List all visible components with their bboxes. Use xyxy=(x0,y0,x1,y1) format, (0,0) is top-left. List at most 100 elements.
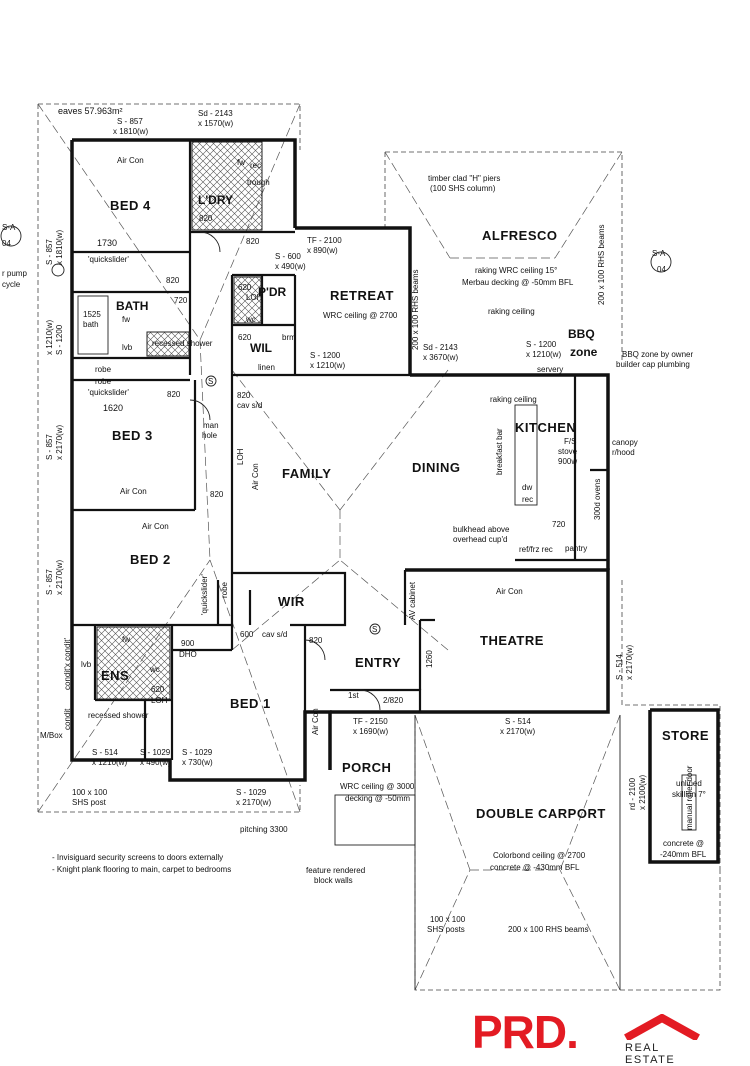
note: cav s/d xyxy=(262,630,287,639)
bathtub xyxy=(77,295,109,355)
note: (100 SHS column) xyxy=(430,184,496,193)
note: fw xyxy=(122,315,130,324)
note: Colorbond ceiling @ 2700 xyxy=(493,851,586,860)
note: Air Con xyxy=(117,156,144,165)
note: condit'x condit' xyxy=(63,638,72,690)
note: Air Con xyxy=(142,522,169,531)
note: builder cap plumbing xyxy=(616,360,690,369)
internal-walls xyxy=(72,140,608,760)
note: servery xyxy=(537,365,563,374)
note: 1st xyxy=(348,691,359,700)
note: 1620 xyxy=(103,403,123,413)
door-swing-bed3 xyxy=(189,399,211,421)
note: x 2170(w) xyxy=(236,798,271,807)
note: Sd - 2143 xyxy=(423,343,458,352)
pump-icon xyxy=(51,263,65,277)
note: M/Box xyxy=(40,731,63,740)
note: TF - 2100 xyxy=(307,236,342,245)
note: condit xyxy=(63,708,72,730)
room-label-bbq-zone: zone xyxy=(570,345,598,359)
note: 820 xyxy=(237,391,251,400)
note: unlined xyxy=(676,779,702,788)
note: x 2100(w) xyxy=(638,775,647,810)
eaves-outline xyxy=(37,103,721,991)
note: x 890(w) xyxy=(307,246,338,255)
note: Air Con xyxy=(496,587,523,596)
note: brm xyxy=(282,333,296,342)
room-label-entry: ENTRY xyxy=(355,655,401,670)
note: S - 1200 xyxy=(310,351,341,360)
note: S xyxy=(208,377,213,386)
note: rd - 2100 xyxy=(628,777,637,810)
note: S - 857 xyxy=(45,239,54,265)
note: x 1690(w) xyxy=(353,727,388,736)
note: x 2170(w) xyxy=(500,727,535,736)
note: S - 1200 xyxy=(526,340,557,349)
room-label-bbq: BBQ xyxy=(568,327,595,341)
note: wc xyxy=(149,665,160,674)
note: 'quickslider' xyxy=(88,255,129,264)
note: raking WRC ceiling 15° xyxy=(475,266,557,275)
laundry-tiles xyxy=(191,141,263,231)
door-swing-ldry xyxy=(199,231,221,253)
note: 900w xyxy=(558,457,577,466)
note: 300d ovens xyxy=(593,479,602,520)
note: S - 1029 xyxy=(182,748,213,757)
note: S - 857 xyxy=(45,434,54,460)
section-marker-icon xyxy=(650,251,672,273)
roof-icon xyxy=(624,1014,700,1040)
note: SHS posts xyxy=(427,925,465,934)
note: 100 x 100 xyxy=(72,788,108,797)
note: timber clad "H" piers xyxy=(428,174,500,183)
note: LOH xyxy=(246,293,263,302)
note: wc xyxy=(245,315,256,324)
note: 600 xyxy=(240,630,254,639)
note: x 1810(w) xyxy=(55,230,64,265)
note: stove xyxy=(558,447,578,456)
room-label-alfresco: ALFRESCO xyxy=(482,228,558,243)
note: - Knight plank flooring to main, carpet … xyxy=(52,865,231,874)
note: cav s/d xyxy=(237,401,262,410)
pdr-tiles xyxy=(233,276,262,324)
note: recessed shower xyxy=(152,339,213,348)
note: TF - 2150 xyxy=(353,717,388,726)
note: x 1810(w) xyxy=(113,127,148,136)
note: concrete @ xyxy=(663,839,704,848)
note: S - 857 xyxy=(117,117,143,126)
note: rec xyxy=(522,495,533,504)
note: S - 1200 xyxy=(55,324,64,355)
note: fw xyxy=(237,158,245,167)
room-label-store: STORE xyxy=(662,728,709,743)
note: 04 xyxy=(657,265,666,274)
note: 720 xyxy=(174,296,188,305)
note: 620 xyxy=(238,283,252,292)
note: r/hood xyxy=(612,448,635,457)
note: dw xyxy=(522,483,532,492)
note: S - 514 xyxy=(615,654,624,680)
note: -240mm BFL xyxy=(660,850,707,859)
room-label-double-carport: DOUBLE CARPORT xyxy=(476,806,606,821)
note: canopy xyxy=(612,438,638,447)
note: S - 514 xyxy=(92,748,118,757)
room-label-bed2: BED 2 xyxy=(130,552,171,567)
note: x 2170(w) xyxy=(625,645,634,680)
note: x 2170(w) xyxy=(55,425,64,460)
note: WRC ceiling @ 3000 xyxy=(340,782,415,791)
kitchen-bench xyxy=(514,404,538,506)
note: BBQ zone by owner xyxy=(622,350,693,359)
note: x 3670(w) xyxy=(423,353,458,362)
room-label-kitchen: KITCHEN xyxy=(515,420,576,435)
logo-tagline: REAL ESTATE xyxy=(625,1042,676,1066)
door-swing-entry xyxy=(359,689,381,711)
note: x 490(w) xyxy=(275,262,306,271)
note: Air Con xyxy=(120,487,147,496)
room-label-bed3: BED 3 xyxy=(112,428,153,443)
note: 820 xyxy=(210,490,224,499)
note: lvb xyxy=(81,660,92,669)
room-label-retreat: RETREAT xyxy=(330,288,394,303)
note: manual roller door xyxy=(685,765,694,830)
annotations: eaves 57.963m² S - 857 x 1810(w) Sd - 21… xyxy=(2,106,707,934)
note: overhead cup'd xyxy=(453,535,507,544)
note: x 1570(w) xyxy=(198,119,233,128)
